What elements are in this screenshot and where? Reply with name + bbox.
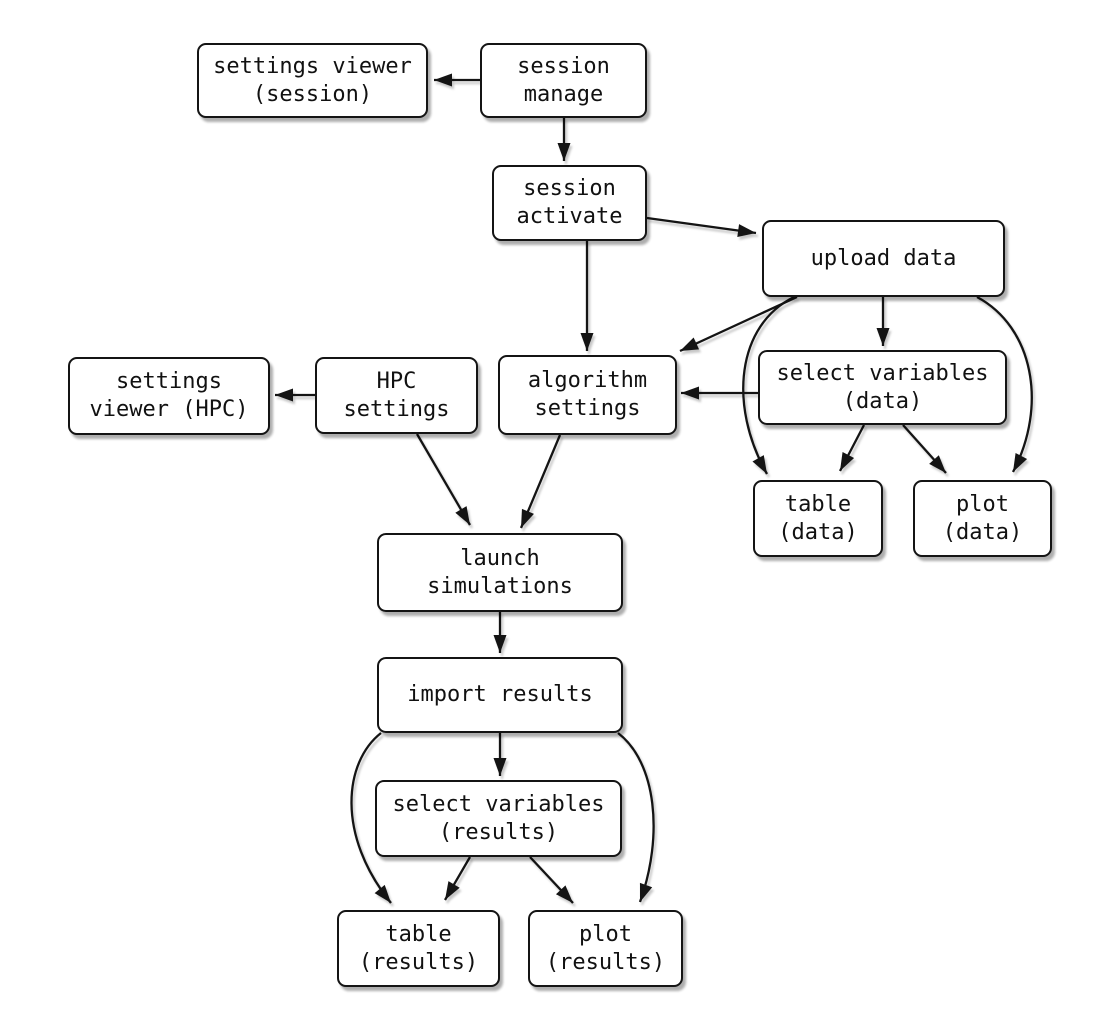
edge-select-variables-data-to-plot-data [902,424,947,474]
node-algorithm-settings: algorithm settings [498,355,677,435]
node-settings-viewer-hpc: settings viewer (HPC) [68,357,270,435]
edge-upload-data-to-algorithm-settings [679,295,798,353]
node-select-variables-results: select variables (results) [375,780,622,857]
edge-upload-data-to-plot-data [976,295,1033,473]
edge-import-results-to-plot-results [617,732,655,903]
node-hpc-settings: HPC settings [315,357,478,434]
node-upload-data: upload data [762,220,1005,297]
node-settings-viewer-session: settings viewer (session) [197,43,428,118]
edge-hpc-settings-to-launch-simulations [416,433,471,526]
edge-select-variables-data-to-table-data [838,424,866,472]
edge-algorithm-settings-to-launch-simulations [519,434,562,529]
node-plot-data: plot (data) [913,480,1052,557]
node-table-data: table (data) [753,480,883,557]
edge-select-variables-results-to-table-results [444,856,471,901]
node-plot-results: plot (results) [528,910,683,987]
node-session-activate: session activate [492,165,647,241]
node-table-results: table (results) [337,910,500,987]
edge-session-activate-to-upload-data [646,216,757,237]
node-launch-simulations: launch simulations [377,533,623,612]
edge-import-results-to-table-results [350,732,392,904]
node-import-results: import results [377,657,623,733]
node-session-manage: session manage [480,43,647,118]
edge-upload-data-to-table-data [742,295,795,475]
edge-select-variables-results-to-plot-results [529,856,574,904]
node-select-variables-data: select variables (data) [758,350,1007,425]
